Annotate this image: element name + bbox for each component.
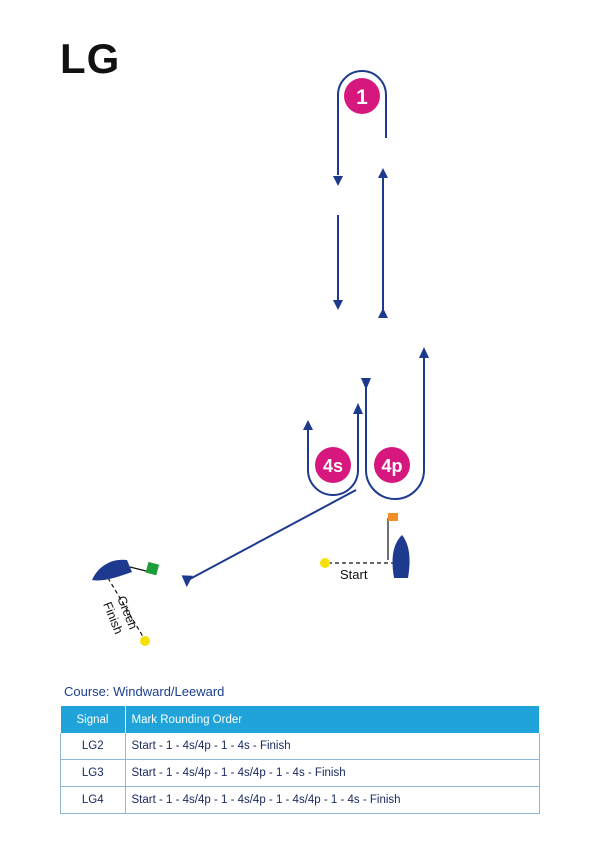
- rounding-table: Signal Mark Rounding Order LG2 Start - 1…: [60, 706, 540, 814]
- table-row: LG3 Start - 1 - 4s/4p - 1 - 4s/4p - 1 - …: [60, 759, 540, 787]
- order-cell: Start - 1 - 4s/4p - 1 - 4s/4p - 1 - 4s/4…: [125, 786, 540, 814]
- order-cell: Start - 1 - 4s/4p - 1 - 4s/4p - 1 - 4s -…: [125, 759, 540, 787]
- header-order: Mark Rounding Order: [125, 706, 540, 733]
- arrow-up-icon: [303, 420, 313, 430]
- course-path: [107, 70, 425, 641]
- order-cell: Start - 1 - 4s/4p - 1 - 4s - Finish: [125, 733, 540, 760]
- signal-cell: LG2: [60, 733, 126, 760]
- course-diagram: 1 4s 4p Start Green Finish: [92, 70, 429, 646]
- direction-arrows: [181, 168, 429, 588]
- finish-pin-icon: [140, 636, 150, 646]
- arrow-up-icon: [378, 308, 388, 318]
- page-title: LG: [60, 35, 121, 82]
- mark-4s-label: 4s: [323, 456, 343, 476]
- table-header-row: Signal Mark Rounding Order: [60, 706, 540, 733]
- mark-4s: 4s: [315, 447, 351, 483]
- mark-4p: 4p: [374, 447, 410, 483]
- finish-leg: [187, 489, 357, 581]
- arrow-up-icon: [353, 403, 363, 414]
- finish-flag-icon: [145, 561, 160, 576]
- mark-1: 1: [344, 78, 380, 114]
- arrow-down-icon: [333, 176, 343, 186]
- table-row: LG4 Start - 1 - 4s/4p - 1 - 4s/4p - 1 - …: [60, 786, 540, 814]
- mark-4p-label: 4p: [381, 456, 402, 476]
- arrow-finish-icon: [181, 575, 193, 588]
- arrow-down-icon: [361, 378, 371, 390]
- start-pin-icon: [320, 558, 330, 568]
- course-label: Course: Windward/Leeward: [64, 684, 225, 699]
- signal-cell: LG3: [60, 759, 126, 787]
- mark-1-rounding-path: [337, 70, 387, 175]
- finish-line: [107, 577, 146, 641]
- signal-cell: LG4: [60, 786, 126, 814]
- gate-4s-rounding-path: [307, 412, 359, 496]
- header-signal: Signal: [60, 706, 126, 733]
- gate-4p-rounding-path: [365, 355, 425, 500]
- committee-boat-icon: [392, 535, 410, 578]
- finish-boat-icon: [92, 559, 132, 581]
- arrow-up-icon: [378, 168, 388, 178]
- start-label: Start: [340, 567, 368, 582]
- arrow-down-icon: [333, 300, 343, 310]
- arrow-up-icon: [419, 347, 429, 358]
- start-flag-icon: [388, 513, 398, 521]
- table-row: LG2 Start - 1 - 4s/4p - 1 - 4s - Finish: [60, 733, 540, 760]
- mark-1-label: 1: [356, 86, 368, 109]
